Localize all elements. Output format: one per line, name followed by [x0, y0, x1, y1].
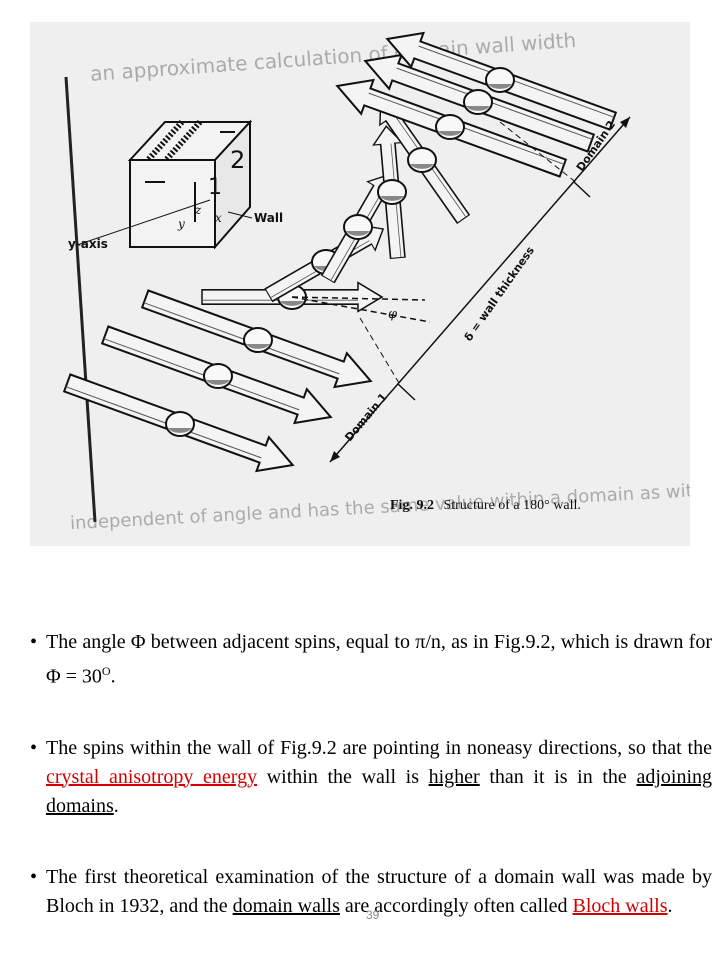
bullet-2-text-b: within the wall is: [257, 765, 429, 788]
cube-label-2: 2: [230, 146, 245, 174]
left-edge-line: [64, 76, 97, 523]
bullet-3-text-a: The first theoretical examination of the…: [46, 865, 712, 917]
dimension-line: δ = wall thickness Domain 1 Domain 2: [329, 116, 631, 463]
figure-caption: Fig. 9.2 Structure of a 180° wall.: [390, 498, 581, 513]
bullet-dot: •: [30, 736, 38, 759]
crystal-anisotropy-energy-link: crystal anisotropy energy: [46, 765, 258, 788]
bullet-3-text-b: are accordingly often called: [339, 894, 573, 917]
bullet-item-2: • The spins within the wall of Fig.9.2 a…: [30, 734, 712, 821]
higher-underlined: higher: [428, 765, 480, 788]
figure-caption-text: Structure of a 180° wall.: [443, 498, 580, 513]
handwriting-bottom: independent of angle and has the same va…: [70, 476, 690, 534]
domain-walls-underlined: domain walls: [232, 894, 340, 917]
page-number: 39: [366, 908, 380, 922]
cube-axis-z: z: [194, 203, 202, 217]
bullet-2-text-a: The spins within the wall of Fig.9.2 are…: [46, 736, 712, 759]
bullet-item-3: • The first theoretical examination of t…: [30, 863, 712, 921]
adjoining-domains-underlined: adjoining domains: [46, 765, 712, 817]
cube-label-1: 1: [208, 175, 222, 200]
phi-label: φ: [388, 307, 398, 322]
wall-spins: φ: [201, 92, 476, 323]
y-axis-label: y-axis: [68, 237, 108, 251]
bullet-2-text-c: than it is in the: [479, 765, 637, 788]
bullet-1-superscript: O: [101, 664, 111, 678]
figure-caption-number: Fig. 9.2: [390, 498, 434, 513]
wall-label: Wall: [254, 211, 283, 225]
bullet-1-text: The angle Φ between adjacent spins, equa…: [46, 631, 712, 688]
wall-thickness-label: δ = wall thickness: [462, 244, 537, 344]
domain-wall-figure: an approximate calculation of domain wal…: [60, 22, 690, 534]
domain-1-label: Domain 1: [342, 391, 390, 444]
bullet-list: • The angle Φ between adjacent spins, eq…: [30, 628, 712, 921]
bullet-dot: •: [30, 865, 38, 888]
domain-1-spins: [60, 281, 378, 483]
bullet-3-text-c: .: [667, 894, 673, 917]
bloch-walls-link: Bloch walls: [572, 894, 668, 917]
bullet-1-end: .: [110, 665, 116, 688]
cube-diagram: 1 2 z x y Wall y-axis: [68, 119, 283, 251]
figure-scan: an approximate calculation of domain wal…: [30, 22, 690, 546]
cube-axis-x: x: [215, 211, 222, 225]
bullet-item-1: • The angle Φ between adjacent spins, eq…: [30, 628, 712, 692]
bullet-dot: •: [30, 631, 38, 653]
cube-axis-y: y: [177, 217, 185, 231]
bullet-2-text-d: .: [113, 794, 119, 817]
